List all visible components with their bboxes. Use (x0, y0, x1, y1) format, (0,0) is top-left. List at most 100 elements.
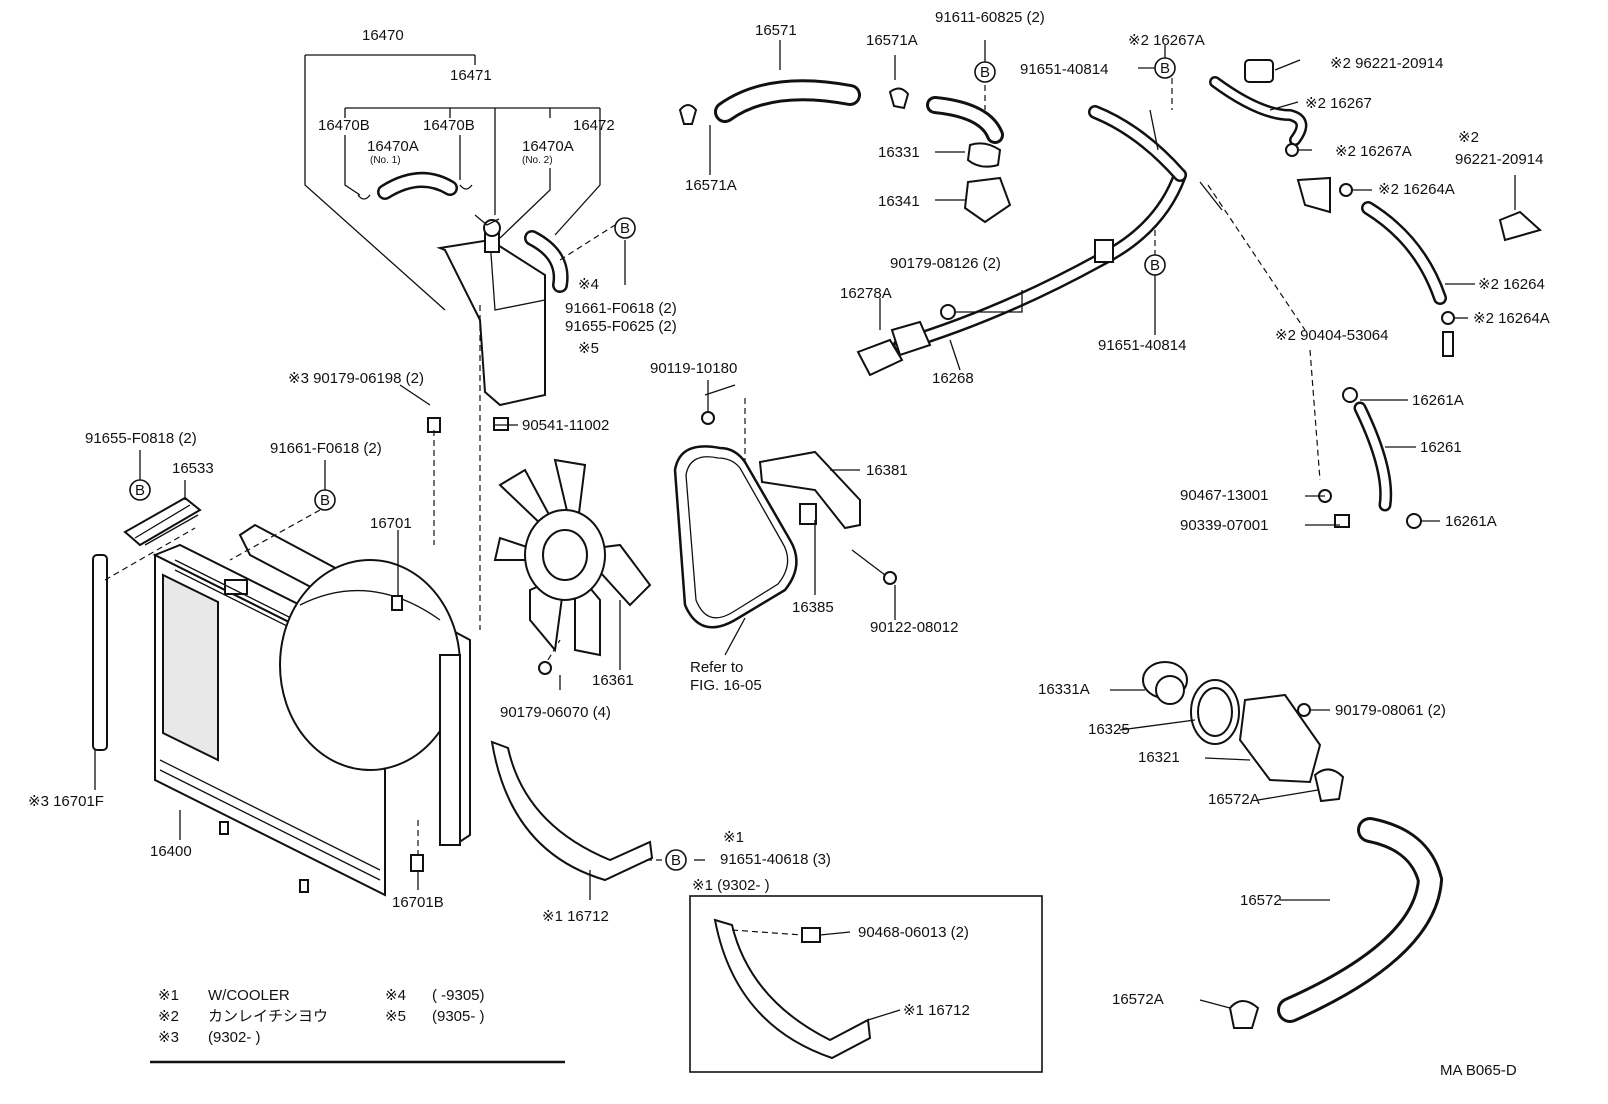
part-label: ※2 16267A (1128, 32, 1205, 49)
svg-text:B: B (620, 220, 630, 237)
svg-text:B: B (1150, 257, 1160, 274)
part-label: 91661-F0618 (2) (565, 300, 677, 317)
part-label: (No. 1) (370, 155, 401, 166)
b-marker: B (974, 61, 996, 83)
part-label: 91651-40618 (3) (720, 851, 831, 868)
part-label: 16571 (755, 22, 797, 39)
svg-text:B: B (320, 492, 330, 509)
part-label: 16361 (592, 672, 634, 689)
part-label: (No. 2) (522, 155, 553, 166)
bypass-pipe-drawing (856, 105, 1223, 377)
part-label: 91651-40814 (1098, 337, 1186, 354)
part-label: 16572A (1112, 991, 1164, 1008)
legend-mark: ※3 (158, 1029, 179, 1046)
part-label: 16701B (392, 894, 444, 911)
part-label: 16470B (423, 117, 475, 134)
water-outlet-drawing (926, 96, 1012, 224)
part-label: 16571A (685, 177, 737, 194)
legend-text: ( -9305) (432, 987, 485, 1004)
part-label: ※2 16264A (1473, 310, 1550, 327)
lower-hose-drawing (1228, 817, 1444, 1029)
drain-hose-drawing (1207, 184, 1422, 529)
part-label: Refer to (690, 659, 743, 676)
part-label: 90179-08061 (2) (1335, 702, 1446, 719)
fan-16361-drawing (493, 458, 652, 675)
part-label: FIG. 16-05 (690, 677, 762, 694)
svg-text:B: B (671, 852, 681, 869)
part-label: 16385 (792, 599, 834, 616)
part-label: ※1 16712 (542, 908, 609, 925)
part-label: 16261A (1412, 392, 1464, 409)
part-label: 90119-10180 (650, 360, 737, 377)
legend-text: (9305- ) (432, 1008, 485, 1025)
legend: ※1 W/COOLER ※2 カンレイチシヨウ ※3 (9302- ) ※4 (… (158, 987, 485, 1046)
diagram-code: MA B065-D (1440, 1062, 1517, 1079)
part-label: 90467-13001 (1180, 487, 1268, 504)
part-labels: 16470 16471 16470B 16470B 16472 16470A (… (28, 9, 1550, 1079)
fan-shroud-drawing (238, 523, 471, 847)
part-label: ※2 (1458, 129, 1479, 146)
b-marker: B (129, 479, 151, 501)
part-label: 16321 (1138, 749, 1180, 766)
part-label: ※2 16267 (1305, 95, 1372, 112)
belt-drawing (673, 445, 798, 629)
part-label: 16331A (1038, 681, 1090, 698)
part-label: 16261 (1420, 439, 1462, 456)
lower-shroud-drawing (490, 740, 654, 882)
radiator-small-parts-drawing (410, 820, 424, 872)
leader-lines (94, 40, 1516, 1064)
part-label: ※2 16264A (1378, 181, 1455, 198)
b-marker: B (665, 849, 687, 871)
part-label: 16471 (450, 67, 492, 84)
part-label: 16325 (1088, 721, 1130, 738)
legend-text: カンレイチシヨウ (208, 1008, 328, 1025)
legend-text: (9302- ) (208, 1029, 261, 1046)
part-label: ※1 (723, 829, 744, 846)
part-label: 91651-40814 (1020, 61, 1108, 78)
part-label: ※3 90179-06198 (2) (288, 370, 424, 387)
b-markers: B B B B B B B (129, 57, 1176, 871)
part-label: ※4 (578, 276, 599, 293)
part-label: 16381 (866, 462, 908, 479)
part-label: ※1 16712 (903, 1002, 970, 1019)
legend-text: W/COOLER (208, 987, 290, 1004)
seal-16701f-drawing (92, 527, 196, 751)
part-label: 91655-F0625 (2) (565, 318, 677, 335)
b-marker: B (1144, 254, 1166, 276)
reserve-tank-drawing (436, 219, 546, 407)
legend-mark: ※2 (158, 1008, 179, 1025)
part-label: 16572A (1208, 791, 1260, 808)
part-label: 16572 (1240, 892, 1282, 909)
part-label: 90179-08126 (2) (890, 255, 1001, 272)
part-label: 16470A (367, 138, 419, 155)
legend-mark: ※5 (385, 1008, 406, 1025)
part-label: 16331 (878, 144, 920, 161)
legend-mark: ※1 (158, 987, 179, 1004)
heater-hoses-drawing (1209, 59, 1543, 357)
part-label: 16470B (318, 117, 370, 134)
svg-text:B: B (980, 64, 990, 81)
part-label: 16470A (522, 138, 574, 155)
part-label: 91661-F0618 (2) (270, 440, 382, 457)
b-marker: B (1154, 57, 1176, 79)
overflow-hoses-drawing (357, 171, 569, 433)
bracket-16533-drawing (123, 496, 202, 547)
part-label: 16472 (573, 117, 615, 134)
part-label: 90339-07001 (1180, 517, 1268, 534)
part-label: 90541-11002 (522, 417, 609, 434)
part-label: 16701 (370, 515, 412, 532)
part-label: 16341 (878, 193, 920, 210)
alternator-bracket-drawing (701, 384, 897, 585)
part-label: ※3 16701F (28, 793, 104, 810)
part-label: 16470 (362, 27, 404, 44)
part-label: ※5 (578, 340, 599, 357)
part-label: 16571A (866, 32, 918, 49)
legend-mark: ※4 (385, 987, 406, 1004)
b-marker: B (614, 217, 636, 239)
part-label: 16278A (840, 285, 892, 302)
svg-text:B: B (1160, 60, 1170, 77)
b-marker: B (314, 489, 336, 511)
part-label: ※2 16264 (1478, 276, 1545, 293)
